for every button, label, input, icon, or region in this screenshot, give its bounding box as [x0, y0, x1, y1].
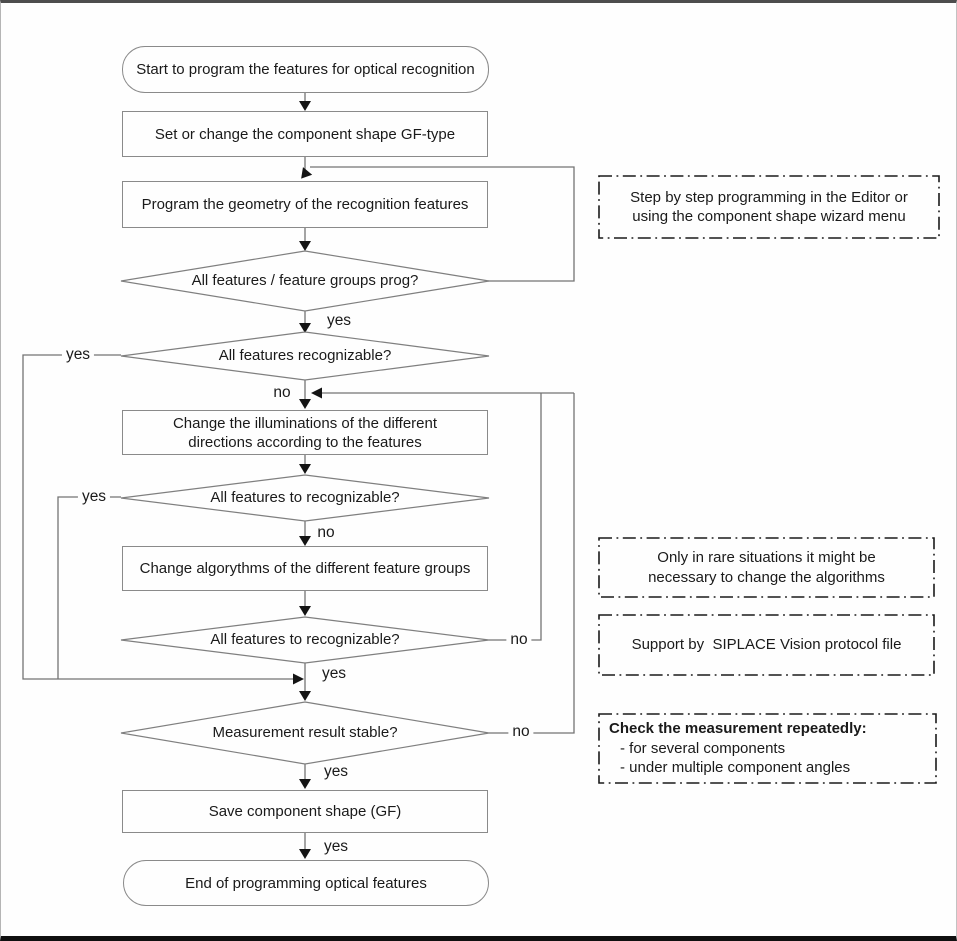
- arrow-into-end: [299, 849, 311, 859]
- diamond-measurement-stable: [120, 701, 490, 765]
- start-node: Start to program the features for optica…: [122, 46, 489, 93]
- arrowheads: [293, 101, 322, 859]
- label-yes-d3: yes: [77, 488, 111, 506]
- diamond-illumination-recognizable: [120, 474, 490, 522]
- label-no-d3: no: [313, 524, 339, 542]
- label-yes-d4: yes: [317, 665, 351, 683]
- label-no-d2: no: [269, 384, 295, 402]
- change-algorithms-node: Change algorythms of the different featu…: [122, 546, 488, 591]
- label-yes-d5: yes: [319, 763, 353, 781]
- label-yes-d2: yes: [61, 346, 95, 364]
- program-geometry-node: Program the geometry of the recognition …: [122, 181, 488, 228]
- note-borders: [598, 175, 940, 784]
- note-siplace-support: Support by SIPLACE Vision protocol file: [599, 615, 934, 675]
- note-border-editor: [598, 175, 940, 239]
- note-rare-algorithms: Only in rare situations it might be nece…: [599, 538, 934, 597]
- arrow-into-change-algorithms: [299, 536, 311, 546]
- arrow-into-d1: [299, 241, 311, 251]
- note-check-item-2: - under multiple component angles: [620, 759, 851, 777]
- note-siplace-support-text: Support by SIPLACE Vision protocol file: [631, 636, 902, 654]
- arrow-into-d2: [299, 323, 311, 333]
- note-check-measurement: Check the measurement repeatedly: - for …: [599, 714, 936, 783]
- save-shape-node: Save component shape (GF): [122, 790, 488, 833]
- arrow-into-d4: [299, 606, 311, 616]
- note-border-rare-algorithms: [598, 537, 935, 598]
- note-editor-text: Step by step programming in the Editor o…: [630, 188, 908, 226]
- flow-connectors: [22, 93, 940, 859]
- label-yes-d1: yes: [322, 312, 356, 330]
- arrow-into-change-illuminations: [299, 399, 311, 409]
- diamond-features-programmed: [120, 250, 490, 312]
- arrow-into-d3: [299, 464, 311, 474]
- label-yes-save: yes: [319, 838, 353, 856]
- decision-diamonds: [120, 250, 490, 765]
- note-border-check-measurement: [598, 713, 937, 784]
- change-illuminations-node: Change the illuminations of the differen…: [122, 410, 488, 455]
- note-check-item-1: - for several components: [620, 739, 786, 757]
- arrow-into-set-shape: [299, 101, 311, 111]
- arrow-loop-left-into-flow: [311, 387, 322, 399]
- diamond-algorithm-recognizable: [120, 616, 490, 664]
- label-no-d5: no: [508, 723, 534, 741]
- note-rare-algorithms-text: Only in rare situations it might be nece…: [648, 549, 885, 586]
- end-node: End of programming optical features: [123, 860, 489, 906]
- label-no-d4: no: [506, 631, 532, 649]
- diamond-features-recognizable: [120, 331, 490, 381]
- arrow-into-save-shape: [299, 779, 311, 789]
- note-check-title: Check the measurement repeatedly:: [609, 720, 867, 738]
- set-shape-node: Set or change the component shape GF-typ…: [122, 111, 488, 157]
- arrow-yesloop-right-into-flow: [293, 673, 304, 685]
- arrow-into-program-geometry: [301, 167, 313, 179]
- note-editor: Step by step programming in the Editor o…: [599, 176, 939, 238]
- arrow-into-d5: [299, 691, 311, 701]
- note-border-siplace: [598, 614, 935, 676]
